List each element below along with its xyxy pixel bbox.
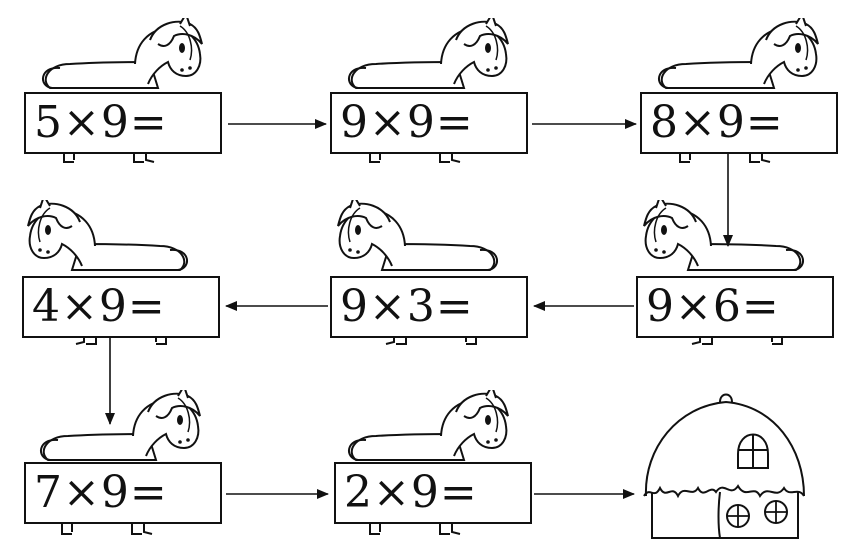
house-icon — [638, 388, 812, 544]
